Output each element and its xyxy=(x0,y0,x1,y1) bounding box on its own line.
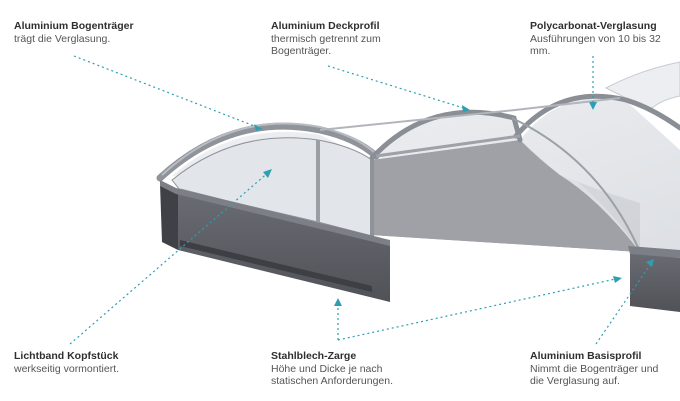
label-deckprofil-title: Aluminium Deckprofil xyxy=(271,20,380,32)
arrowhead-basisprofil xyxy=(646,259,654,267)
arrowhead-deckprofil xyxy=(462,105,470,112)
base-profile-right xyxy=(628,246,680,258)
arrowhead-polycarbonat xyxy=(589,102,597,110)
leader-zarge-diagonal xyxy=(337,277,621,341)
steel-upstand-right xyxy=(630,252,680,312)
glazing-edge-curve xyxy=(511,117,641,253)
leader-lines xyxy=(69,55,653,345)
leader-basisprofil xyxy=(595,261,653,345)
arrowhead-zarge-up xyxy=(334,298,342,306)
arch-rib-middle xyxy=(369,109,523,161)
steel-upstand-end xyxy=(160,184,178,250)
label-zarge: Stahlblech-Zarge Höhe und Dicke je nach … xyxy=(271,350,393,388)
deck-profile-lower xyxy=(375,134,521,158)
base-profile-front xyxy=(180,240,372,292)
label-basisprofil-title: Aluminium Basisprofil xyxy=(530,350,642,362)
glazing-sheet-front xyxy=(372,140,640,252)
label-zarge-title: Stahlblech-Zarge xyxy=(271,350,357,362)
label-bogentraeger-desc: trägt die Verglasung. xyxy=(14,32,111,45)
label-deckprofil-desc: thermisch getrennt zum Bogenträger. xyxy=(271,32,381,58)
leader-deckprofil xyxy=(327,65,471,111)
label-polycarbonat-desc: Ausführungen von 10 bis 32 mm. xyxy=(530,32,661,58)
label-bogentraeger: Aluminium Bogenträger trägt die Verglasu… xyxy=(14,20,134,45)
arrowhead-kopfstueck xyxy=(263,169,272,178)
label-deckprofil: Aluminium Deckprofil thermisch getrennt … xyxy=(271,20,381,58)
steel-upstand-flange xyxy=(160,180,390,246)
arch-rib-front-highlight xyxy=(161,122,375,176)
leader-arrowheads xyxy=(254,102,654,306)
label-kopfstueck-desc: werkseitig vormontiert. xyxy=(14,362,120,375)
label-polycarbonat: Polycarbonat-Verglasung Ausführungen von… xyxy=(530,20,680,58)
label-basisprofil: Aluminium Basisprofil Nimmt die Bogenträ… xyxy=(530,350,658,388)
steel-upstand-front xyxy=(176,192,390,302)
arch-rib-front xyxy=(156,122,380,182)
label-basisprofil-desc: Nimmt die Bogenträger und die Verglasung… xyxy=(530,362,659,388)
arrowhead-bogentraeger xyxy=(254,124,262,131)
label-kopfstueck-title: Lichtband Kopfstück xyxy=(14,350,119,362)
leader-kopfstueck xyxy=(69,170,271,345)
deck-profile-ridge xyxy=(319,97,621,131)
label-zarge-desc: Höhe und Dicke je nach statischen Anford… xyxy=(271,362,394,388)
label-bogentraeger-title: Aluminium Bogenträger xyxy=(14,20,134,32)
label-kopfstueck: Lichtband Kopfstück werkseitig vormontie… xyxy=(14,350,119,375)
label-polycarbonat-title: Polycarbonat-Verglasung xyxy=(530,20,657,32)
leader-bogentraeger xyxy=(73,55,263,130)
arrowhead-zarge-right xyxy=(613,276,622,283)
vault-far-continuation xyxy=(604,61,680,111)
